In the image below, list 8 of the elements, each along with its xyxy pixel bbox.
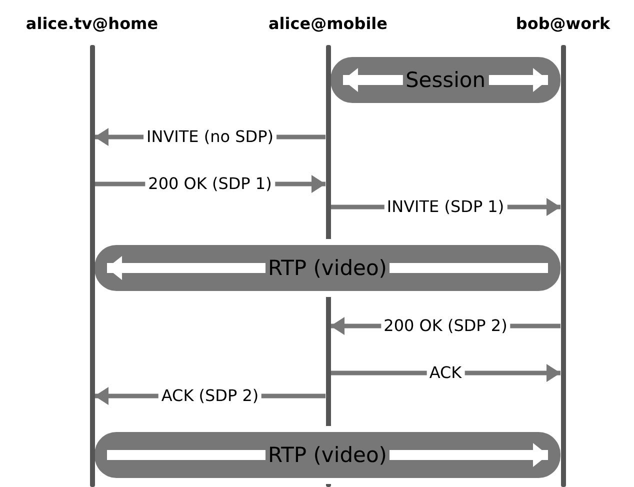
edge-label: 200 OK (SDP 2) <box>380 316 510 336</box>
edge-label: INVITE (no SDP) <box>144 127 276 147</box>
edge-label: 200 OK (SDP 1) <box>145 174 275 194</box>
edge-label: INVITE (SDP 1) <box>384 197 508 217</box>
participant-label: alice@mobile <box>268 14 388 33</box>
participant-label: alice.tv@home <box>26 14 158 33</box>
participant-label: bob@work <box>516 14 610 33</box>
edge-label: ACK (SDP 2) <box>158 386 262 406</box>
